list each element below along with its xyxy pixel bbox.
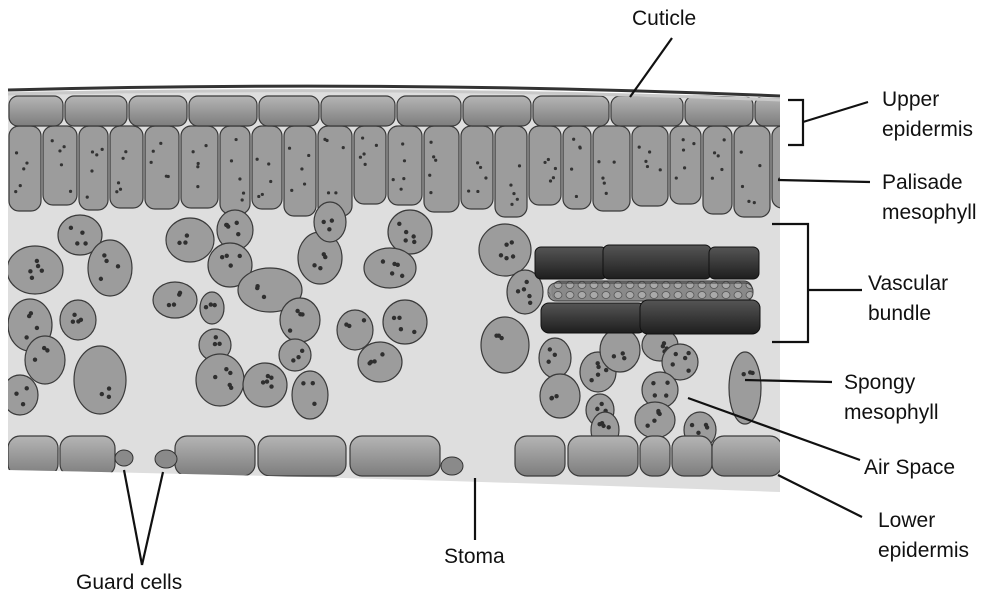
spongy-cell [600,328,640,372]
spongy-cell [364,248,416,288]
palisade-cell [424,126,459,212]
lower-epidermis-cell [258,436,346,476]
spongy-cell [196,354,244,406]
lower-epidermis-cell [568,436,638,476]
palisade-cell [529,126,561,205]
upper-epidermis-cell [533,96,609,126]
label-lower-epidermis-2: epidermis [878,538,969,563]
label-vascular-bundle-1: Vascular [868,271,948,296]
spongy-cell [539,338,571,378]
palisade-cell [354,126,386,204]
spongy-cell [279,339,311,371]
palisade-cell [181,126,218,208]
palisade-cell [772,126,802,208]
label-spongy-mesophyll-1: Spongy [844,370,915,395]
guard-cell-left [115,450,133,466]
spongy-cell [314,202,346,242]
label-palisade-mesophyll-1: Palisade [882,170,963,195]
upper-epidermis-cell [321,96,395,126]
label-palisade-mesophyll-2: mesophyll [882,200,977,225]
lower-epidermis-cell [8,436,58,476]
palisade-cell [632,126,668,206]
stoma-guard-cell [441,457,463,475]
upper-epidermis-cell [189,96,257,126]
spongy-cell [88,240,132,296]
spongy-cell [2,375,38,415]
upper-epidermis-cell [397,96,461,126]
upper-epidermis-cell [129,96,187,126]
spongy-cell [280,298,320,342]
palisade-cell [734,126,770,217]
spongy-cell [388,210,432,254]
upper-epidermis-cell [65,96,127,126]
palisade-cell [284,126,316,216]
spongy-cell [479,224,531,276]
upper-epidermis-cell [685,96,753,126]
palisade-cell [703,126,732,214]
palisade-cell [461,126,493,209]
palisade-cell [388,126,422,205]
palisade-cell [145,126,179,209]
spongy-cell [358,342,402,382]
upper-epidermis-cell [9,96,63,126]
palisade-cell [670,126,701,204]
label-guard-cells: Guard cells [76,570,182,595]
spongy-cell [729,352,761,424]
spongy-cell [481,317,529,373]
label-spongy-mesophyll-2: mesophyll [844,400,939,425]
lower-epidermis-cell [60,436,115,476]
lower-epidermis-cell [350,436,440,476]
spongy-cell [540,374,580,418]
label-air-space: Air Space [864,455,955,480]
lower-epidermis-cell [672,436,712,476]
palisade-cell [110,126,143,208]
palisade-cell [252,126,282,209]
label-cuticle: Cuticle [632,6,696,31]
palisade-cell [43,126,77,205]
lower-epidermis-cell [640,436,670,476]
label-upper-epidermis-2: epidermis [882,117,973,142]
spongy-cell [7,246,63,294]
upper-epidermis-cell [611,96,683,126]
vascular-bundle-graphic [535,245,760,334]
spongy-cell [200,292,224,324]
lower-epidermis-cell [712,436,782,476]
upper-epidermis-cell [259,96,319,126]
label-vascular-bundle-2: bundle [868,301,931,326]
upper-epidermis-cell [463,96,531,126]
guard-cell-right [155,450,177,468]
spongy-cell [292,371,328,419]
spongy-cell [383,300,427,344]
palisade-cells [9,126,802,217]
spongy-cell [337,310,373,350]
lower-epidermis-cell [175,436,255,476]
label-stoma: Stoma [444,544,505,569]
spongy-cell [243,363,287,407]
label-upper-epidermis-1: Upper [882,87,939,112]
label-lower-epidermis-1: Lower [878,508,935,533]
lower-epidermis-cell [515,436,565,476]
spongy-cell [74,346,126,414]
spongy-cell [166,218,214,262]
spongy-cell [153,282,197,318]
spongy-cell [25,336,65,384]
upper-epidermis-cells [9,96,957,126]
palisade-cell [593,126,630,211]
palisade-cell [79,126,108,210]
